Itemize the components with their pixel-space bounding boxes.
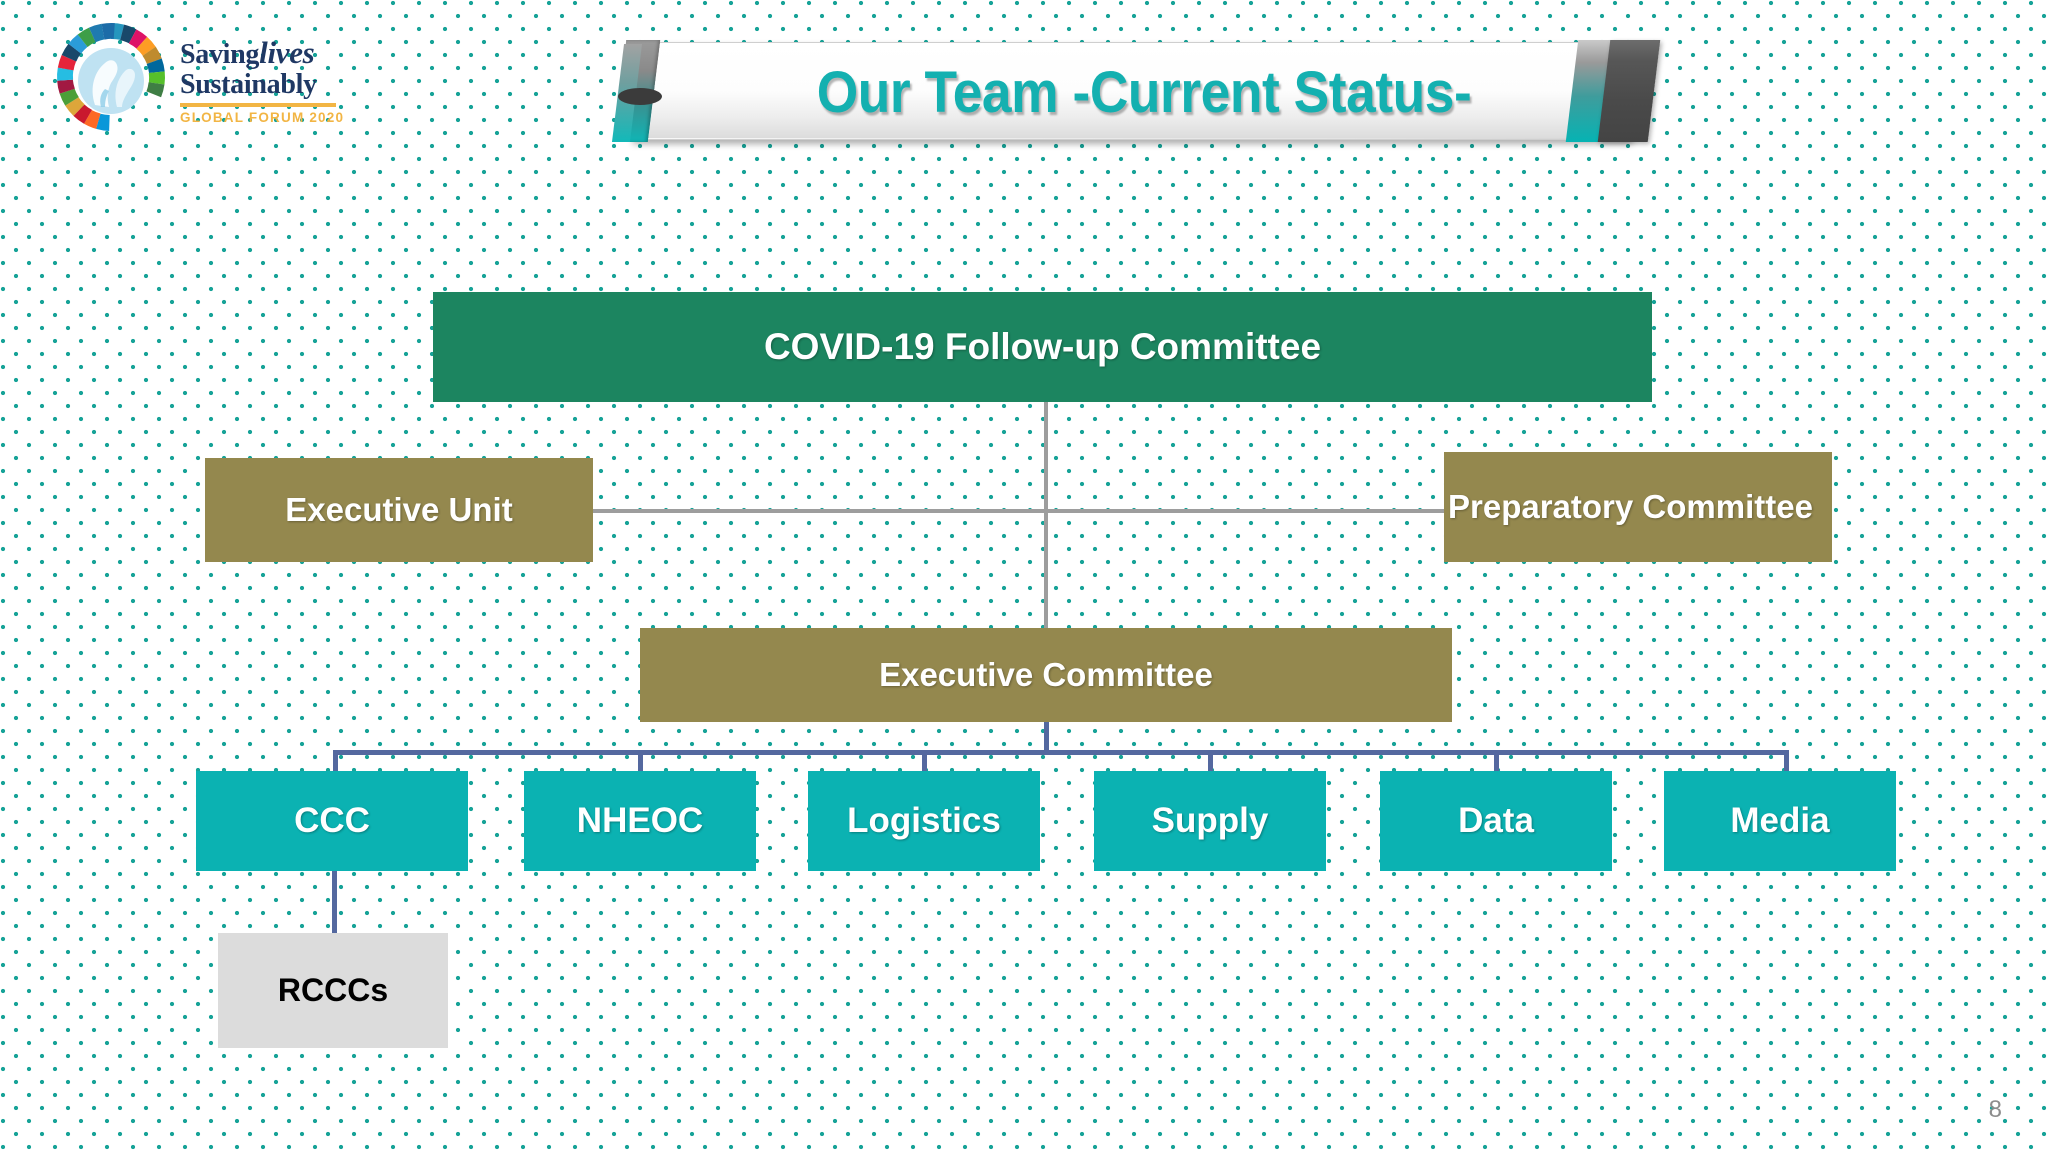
connector-drop-ccc [333, 750, 338, 772]
org-node-supply[interactable]: Supply [1094, 771, 1326, 871]
logo-divider [180, 103, 336, 107]
connector-root-to-exec-committee [1044, 402, 1048, 628]
sdg-wheel-hands-icon [56, 22, 165, 131]
connector-drop-nheoc [638, 750, 643, 772]
org-node-covid-19-follow-up-committee[interactable]: COVID-19 Follow-up Committee [433, 292, 1652, 402]
org-node-media[interactable]: Media [1664, 771, 1896, 871]
connector-side-units [593, 509, 1444, 513]
org-node-preparatory-committee[interactable]: Preparatory Committee [1444, 452, 1832, 562]
brand-logo: Savinglives Sustainably GLOBAL FORUM 202… [52, 18, 362, 136]
org-node-data[interactable]: Data [1380, 771, 1612, 871]
connector-drop-media [1784, 750, 1789, 772]
connector-drop-logistics [922, 750, 927, 772]
connector-ccc-to-rcccs [332, 871, 337, 933]
connector-drop-supply [1208, 750, 1213, 772]
logo-subtitle: GLOBAL FORUM 2020 [180, 110, 345, 125]
logo-wordmark: Savinglives Sustainably GLOBAL FORUM 202… [180, 35, 360, 125]
page-number: 8 [1988, 1096, 2002, 1123]
org-node-executive-committee[interactable]: Executive Committee [640, 628, 1452, 722]
org-node-rcccs[interactable]: RCCCs [218, 933, 448, 1048]
org-node-logistics[interactable]: Logistics [808, 771, 1040, 871]
slide-title-banner: Our Team -Current Status- [611, 38, 1662, 146]
org-node-executive-unit[interactable]: Executive Unit [205, 458, 593, 562]
page-title: Our Team -Current Status- [816, 59, 1472, 125]
logo-line-1: Savinglives [180, 35, 315, 70]
connector-exec-committee-down [1044, 722, 1049, 754]
connector-horizontal-bus [333, 750, 1789, 755]
connector-drop-data [1494, 750, 1499, 772]
org-node-nheoc[interactable]: NHEOC [524, 771, 756, 871]
banner-pin-icon [618, 88, 662, 105]
org-node-ccc[interactable]: CCC [196, 771, 468, 871]
logo-line-2: Sustainably [180, 69, 317, 100]
